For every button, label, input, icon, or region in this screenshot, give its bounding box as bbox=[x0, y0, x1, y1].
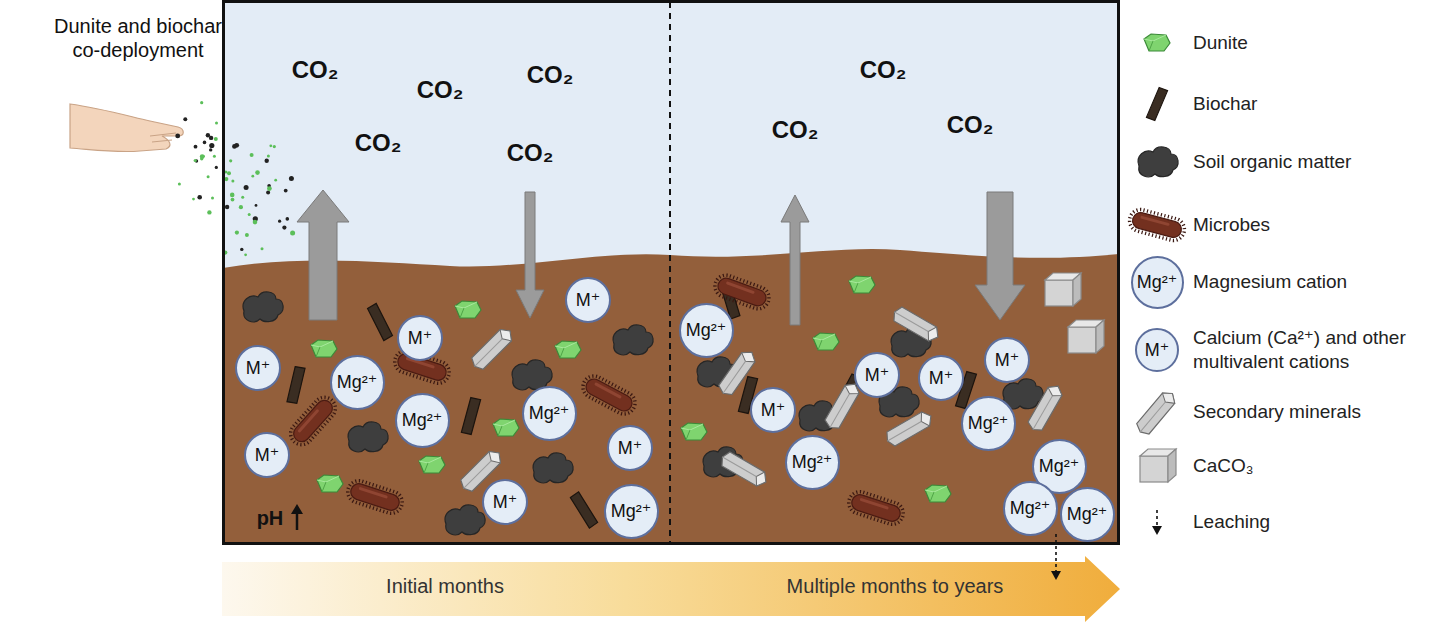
cation-circle: M⁺ bbox=[854, 352, 900, 398]
cation-label: Mg²⁺ bbox=[337, 371, 378, 393]
cation-label: M⁺ bbox=[618, 437, 643, 459]
cation-label: Mg²⁺ bbox=[1067, 503, 1108, 525]
cation-label: M⁺ bbox=[761, 399, 786, 421]
cation-circle: M⁺ bbox=[397, 315, 443, 361]
gas-label: CO₂ bbox=[417, 76, 464, 104]
legend-text: Secondary minerals bbox=[1193, 401, 1361, 423]
legend-text: CaCO₃ bbox=[1193, 455, 1254, 477]
gas-label: CO₂ bbox=[947, 111, 994, 139]
legend-sample: M⁺ bbox=[1135, 328, 1179, 372]
cation-circle: M⁺ bbox=[984, 337, 1030, 383]
legend-text: Biochar bbox=[1193, 93, 1257, 115]
cation-label: Mg²⁺ bbox=[1010, 497, 1051, 519]
ph-label: pH bbox=[257, 507, 284, 530]
cation-circle: Mg²⁺ bbox=[522, 386, 577, 441]
cation-label: Mg²⁺ bbox=[792, 451, 833, 473]
cation-label: M⁺ bbox=[408, 327, 433, 349]
cation-circle: M⁺ bbox=[918, 355, 964, 401]
cation-label: Mg²⁺ bbox=[402, 409, 443, 431]
cation-circle: Mg²⁺ bbox=[330, 355, 385, 410]
cation-circle: Mg²⁺ bbox=[1060, 487, 1115, 542]
cation-label: M⁺ bbox=[576, 289, 601, 311]
cation-circle: Mg²⁺ bbox=[785, 435, 840, 490]
cation-label: M⁺ bbox=[865, 364, 890, 386]
cation-label: Mg²⁺ bbox=[611, 500, 652, 522]
cation-circle: Mg²⁺ bbox=[395, 393, 450, 448]
cation-circle: M⁺ bbox=[235, 345, 281, 391]
gas-label: CO₂ bbox=[292, 56, 339, 84]
cation-label: M⁺ bbox=[995, 349, 1020, 371]
legend-sample: Mg²⁺ bbox=[1131, 256, 1184, 309]
legend-text: Dunite bbox=[1193, 32, 1248, 54]
cation-circle: M⁺ bbox=[750, 387, 796, 433]
cation-label: Mg²⁺ bbox=[529, 402, 570, 424]
cation-circle: M⁺ bbox=[244, 432, 290, 478]
cation-label: Mg²⁺ bbox=[968, 412, 1009, 434]
cation-circle: Mg²⁺ bbox=[679, 303, 734, 358]
cation-label: M⁺ bbox=[246, 357, 271, 379]
legend-sample-label: Mg²⁺ bbox=[1137, 271, 1178, 293]
cation-circle: M⁺ bbox=[565, 277, 611, 323]
gas-label: CO₂ bbox=[355, 129, 402, 157]
legend-text: Calcium (Ca²⁺) and other multivalent cat… bbox=[1193, 326, 1443, 374]
cation-label: Mg²⁺ bbox=[686, 319, 727, 341]
timeline-label: Initial months bbox=[386, 575, 504, 598]
legend-sample-label: M⁺ bbox=[1145, 339, 1170, 361]
legend-text: Microbes bbox=[1193, 214, 1270, 236]
cation-label: M⁺ bbox=[929, 367, 954, 389]
cation-label: M⁺ bbox=[493, 491, 518, 513]
cation-circle: Mg²⁺ bbox=[961, 396, 1016, 451]
cation-label: Mg²⁺ bbox=[1039, 455, 1080, 477]
cation-circle: Mg²⁺ bbox=[604, 484, 659, 539]
deployment-caption: Dunite and biochar co-deployment bbox=[38, 14, 238, 62]
timeline-label: Multiple months to years bbox=[787, 575, 1004, 598]
cation-circle: M⁺ bbox=[607, 425, 653, 471]
gas-label: CO₂ bbox=[527, 61, 574, 89]
gas-label: CO₂ bbox=[772, 116, 819, 144]
gas-label: CO₂ bbox=[860, 56, 907, 84]
gas-label: CO₂ bbox=[507, 139, 554, 167]
cation-label: M⁺ bbox=[255, 444, 280, 466]
legend-text: Soil organic matter bbox=[1193, 151, 1351, 173]
cation-circle: M⁺ bbox=[482, 479, 528, 525]
cation-circle: Mg²⁺ bbox=[1003, 481, 1058, 536]
legend-text: Leaching bbox=[1193, 511, 1270, 533]
legend-text: Magnesium cation bbox=[1193, 271, 1347, 293]
